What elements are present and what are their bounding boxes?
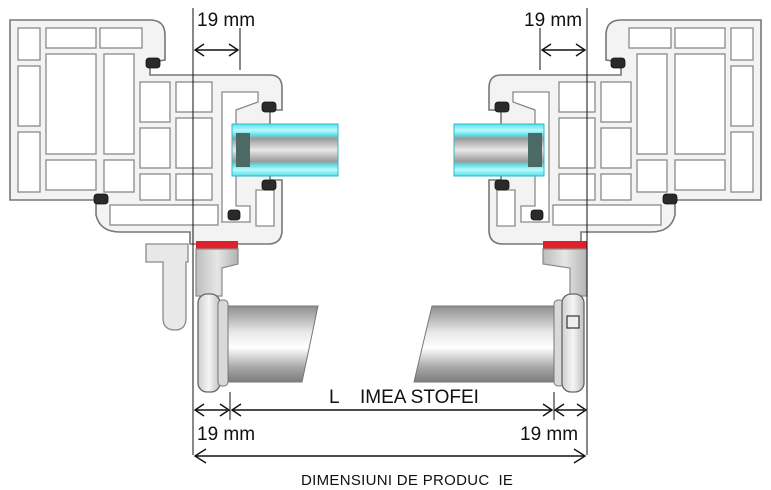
left-glass-pane — [231, 123, 339, 177]
right-end-cap-button — [566, 315, 580, 329]
left-end-cap-inner — [217, 299, 229, 387]
left-window-profile — [9, 19, 283, 331]
dim-bottom-left-label: 19 mm — [197, 424, 255, 445]
right-end-cap — [561, 293, 585, 393]
production-dimensions-label: DIMENSIUNI DE PRODUC IE — [301, 472, 513, 489]
dim-bottom-right-label: 19 mm — [520, 424, 578, 445]
right-window-profile — [488, 19, 762, 245]
right-glass-pane — [453, 123, 545, 177]
reference-lines — [192, 8, 588, 455]
right-red-seal — [543, 241, 587, 249]
dim-top-left-label: 19 mm — [197, 10, 255, 31]
left-mount-bracket — [195, 248, 239, 297]
right-mount-bracket — [542, 248, 588, 297]
dim-top-right-label: 19 mm — [524, 10, 582, 31]
dimension-arrows — [193, 43, 588, 464]
left-red-seal — [196, 241, 238, 249]
left-end-cap — [197, 293, 221, 393]
fabric-width-label: L IMEA STOFEI — [329, 387, 479, 408]
roller-tube — [223, 305, 561, 383]
